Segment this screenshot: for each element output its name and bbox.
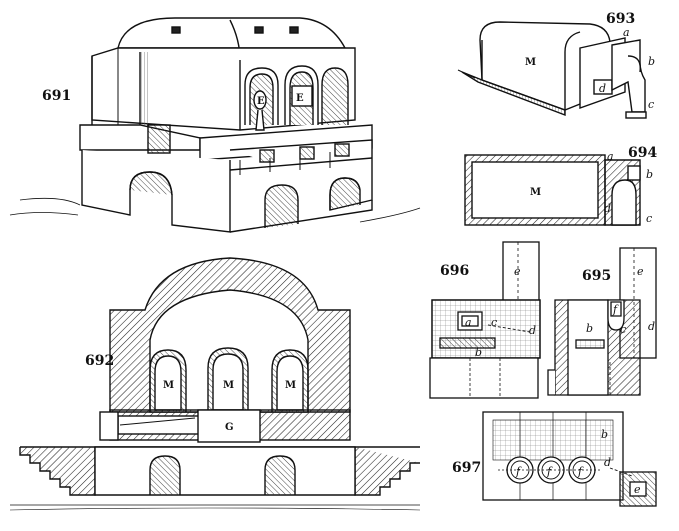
figure-693-label-b: b [648,55,655,68]
figure-695-number: 695 [582,268,611,284]
figure-693-label-d: d [599,82,606,95]
figure-692-label-M2: M [223,380,234,391]
figure-692-number: 692 [85,353,114,369]
figure-695 [547,247,657,396]
figure-697-number: 697 [452,460,481,476]
figure-695-label-f: f [612,303,619,316]
figure-697-label-f1: f [515,465,522,478]
figure-696-label-a: a [465,316,472,329]
figure-692-label-M1: M [163,380,174,391]
figure-694 [464,154,641,226]
figure-694-label-b: b [646,168,653,181]
figure-691-label-E1: E [257,96,265,107]
figure-696-label-c: c [491,316,497,329]
figure-697-label-f2: f [546,465,553,478]
figure-694-label-d: d [604,202,611,215]
figure-694-label-M: M [530,187,541,198]
figure-693 [457,21,647,119]
figure-696-label-d: d [529,324,536,337]
figure-692-label-M3: M [285,380,296,391]
figure-692 [9,257,421,511]
figure-695-label-e: e [637,265,644,278]
figure-697-label-f3: f [577,465,584,478]
figure-696-label-b: b [475,346,482,359]
figure-691-label-E2: E [296,93,304,104]
figure-694-label-c: c [646,212,652,225]
figure-693-label-M: M [525,57,536,68]
figure-696-label-e: e [514,265,521,278]
figure-691 [9,17,421,233]
figure-695-label-d: d [648,320,655,333]
figure-697-label-d: d [604,456,611,469]
figure-693-label-c: c [648,98,654,111]
figure-693-number: 693 [606,11,635,27]
figure-694-number: 694 [628,145,657,161]
figure-696 [429,241,541,399]
figure-692-label-G: G [225,422,234,433]
figure-697 [482,411,657,507]
figure-697-label-b: b [601,428,608,441]
figure-691-number: 691 [42,88,71,104]
figure-694-label-a: a [607,150,614,163]
figure-696-number: 696 [440,263,469,279]
figure-697-label-e: e [634,483,641,496]
figure-695-label-b: b [586,322,593,335]
figure-693-label-a: a [623,26,630,39]
figure-695-label-c: c [620,323,626,336]
